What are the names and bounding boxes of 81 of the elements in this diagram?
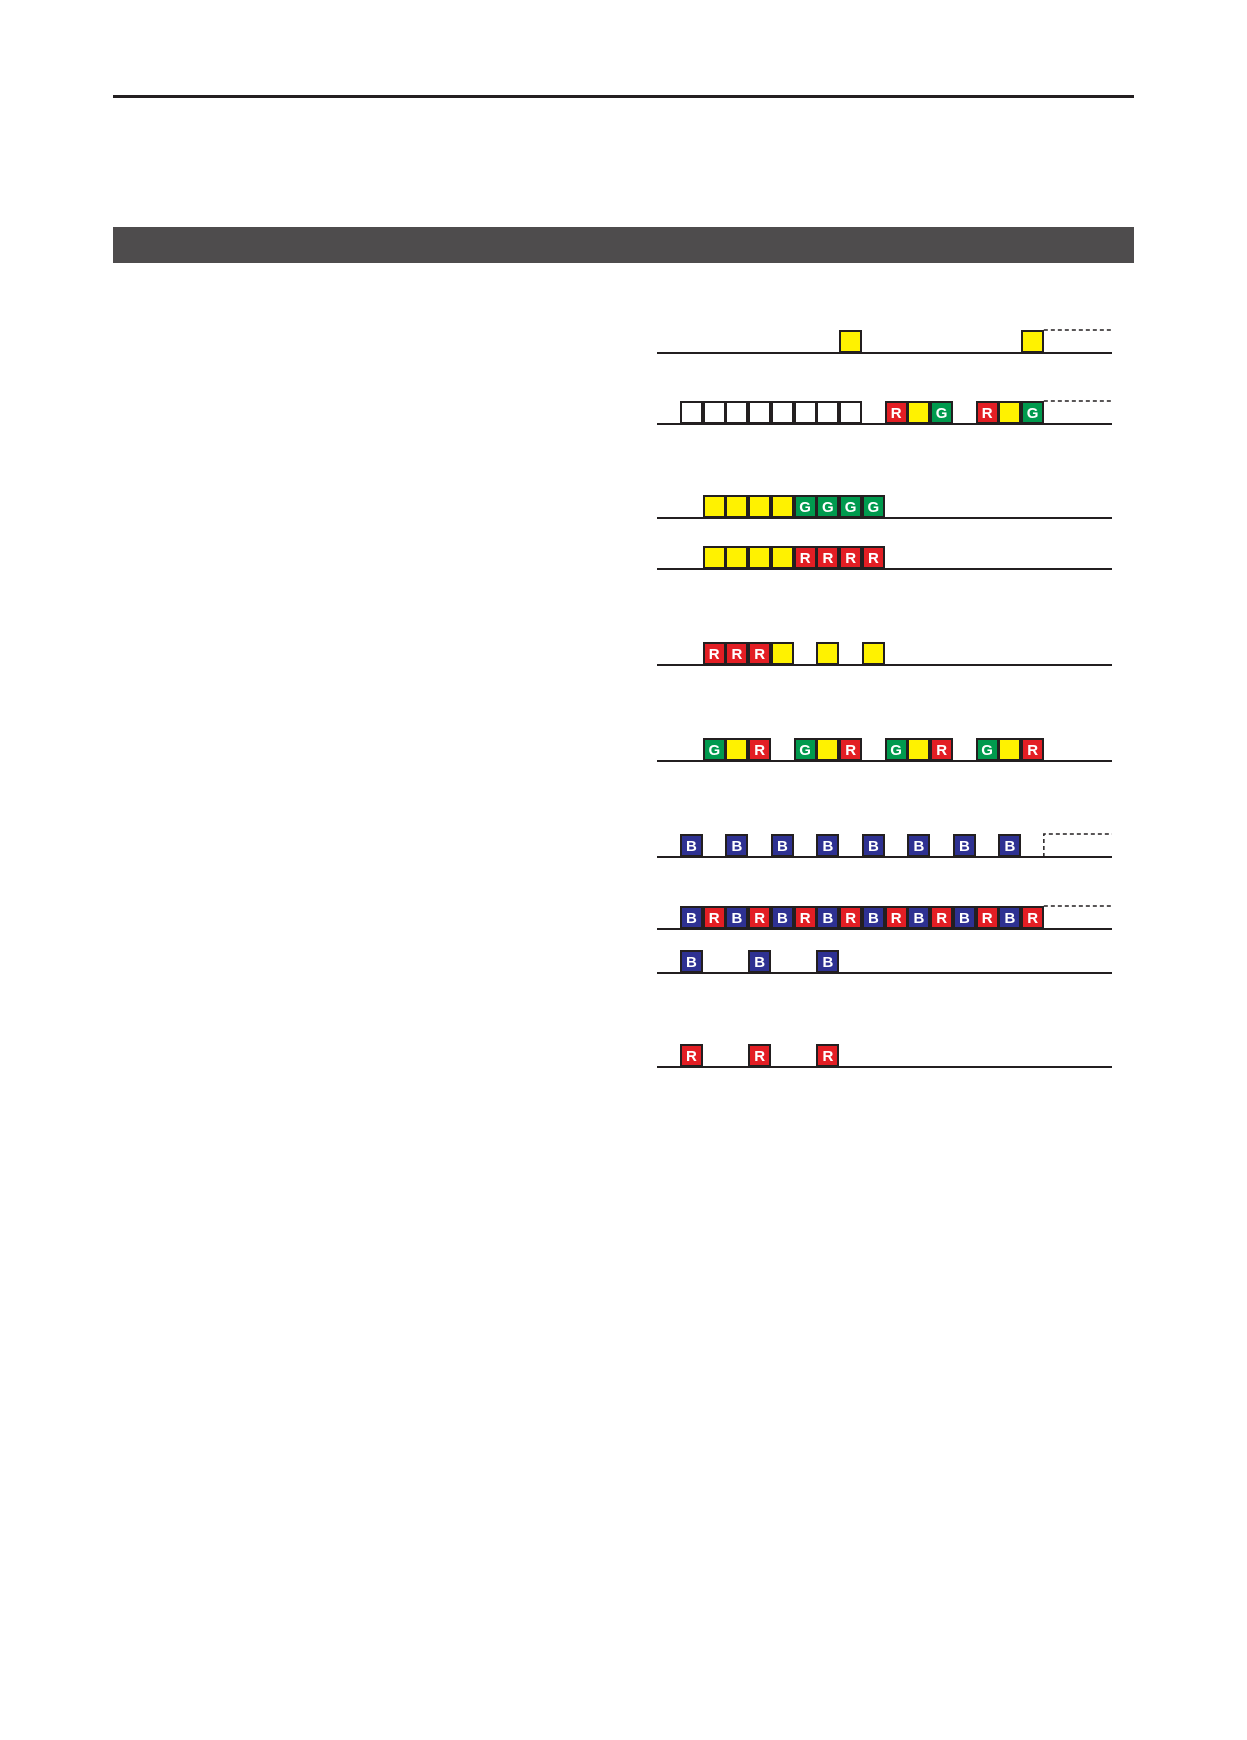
pulse-block: B [998, 906, 1022, 929]
pulse-block: R [839, 906, 863, 929]
pulse-block: B [725, 834, 749, 857]
pulse-block: B [770, 906, 794, 929]
pulse-block: B [816, 906, 840, 929]
pulse-block: R [839, 738, 863, 761]
pulse-block: B [907, 906, 931, 929]
pulse-block [680, 401, 703, 424]
pulse-block: G [816, 495, 840, 518]
pulse-block [998, 401, 1022, 424]
pulse-block [1021, 330, 1045, 353]
pulse-block [748, 495, 772, 518]
pulse-block: B [861, 834, 885, 857]
pulse-block: R [816, 546, 840, 569]
pulse-block: R [748, 642, 772, 665]
pulse-block: B [952, 906, 976, 929]
pulse-block [770, 495, 794, 518]
pulse-block: G [884, 738, 908, 761]
pulse-block [861, 642, 885, 665]
pulse-block: G [861, 495, 885, 518]
pulse-block: R [748, 906, 772, 929]
pulse-block: B [861, 906, 885, 929]
pulse-block: R [839, 546, 863, 569]
pulse-block: R [884, 906, 908, 929]
pulse-block: G [702, 738, 726, 761]
pulse-block: G [793, 495, 817, 518]
pulse-block [725, 495, 749, 518]
pulse-block: G [793, 738, 817, 761]
pulse-block [748, 401, 772, 424]
pulse-block [816, 738, 840, 761]
pulse-block: R [861, 546, 885, 569]
pulse-block: R [725, 642, 749, 665]
pulse-block: R [793, 906, 817, 929]
pulse-block: R [1021, 906, 1045, 929]
pulse-block [725, 546, 749, 569]
pulse-block: R [930, 738, 954, 761]
pulse-block: G [839, 495, 863, 518]
pulse-block: B [816, 950, 840, 973]
pulse-block: G [1021, 401, 1045, 424]
pulse-block [702, 495, 726, 518]
pulse-block [748, 546, 772, 569]
pulse-block: R [748, 738, 772, 761]
pulse-block [725, 401, 749, 424]
pulse-block: B [748, 950, 772, 973]
pulse-block: B [725, 906, 749, 929]
pulse-block: B [770, 834, 794, 857]
pulse-block: B [816, 834, 840, 857]
pulse-block: B [680, 834, 703, 857]
pulse-block: G [930, 401, 954, 424]
pulse-block [816, 401, 840, 424]
pulse-block: R [702, 906, 726, 929]
pulse-block [839, 330, 863, 353]
section-band [113, 227, 1134, 263]
pulse-block: R [1021, 738, 1045, 761]
pulse-block [793, 401, 817, 424]
pulse-block: B [907, 834, 931, 857]
pulse-block [839, 401, 863, 424]
pulse-block [816, 642, 840, 665]
pulse-block: R [702, 642, 726, 665]
pulse-block: B [680, 906, 703, 929]
pulse-block [725, 738, 749, 761]
pulse-block: B [680, 950, 703, 973]
pulse-block [702, 546, 726, 569]
pulse-block [998, 738, 1022, 761]
pulse-block: B [998, 834, 1022, 857]
pulse-block: R [748, 1044, 772, 1067]
pulse-block: R [975, 906, 999, 929]
pulse-block [770, 401, 794, 424]
pulse-block: R [816, 1044, 840, 1067]
pulse-block: B [952, 834, 976, 857]
pulse-block: R [793, 546, 817, 569]
pulse-block: R [975, 401, 999, 424]
pulse-block: R [930, 906, 954, 929]
pulse-block [907, 738, 931, 761]
pulse-block: G [975, 738, 999, 761]
pulse-block: R [884, 401, 908, 424]
pulse-block [770, 546, 794, 569]
pulse-block [907, 401, 931, 424]
pulse-block [770, 642, 794, 665]
pulse-block: R [680, 1044, 703, 1067]
pulse-block [702, 401, 726, 424]
